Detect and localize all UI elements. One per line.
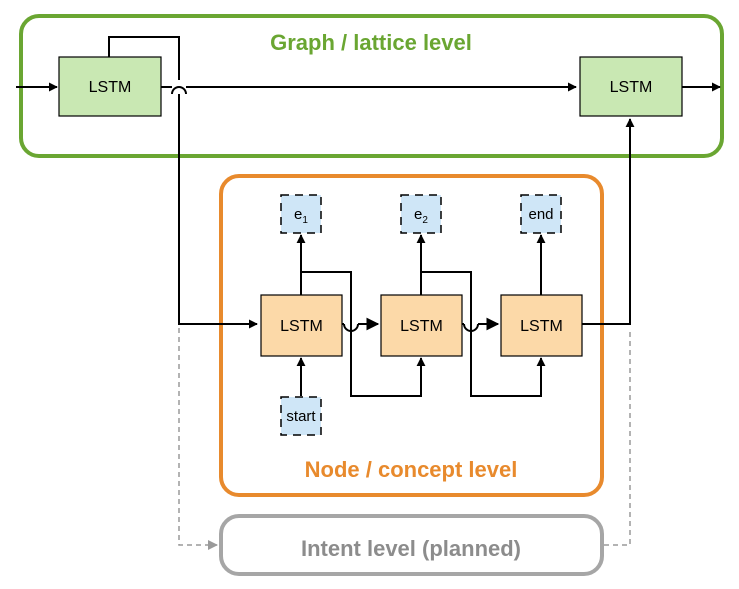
graph-lstm-cell-2 (579, 56, 683, 117)
node-level-title: Node / concept level (305, 457, 518, 482)
token-end-box (520, 194, 562, 234)
node-level-container (219, 174, 604, 497)
graph-level-title: Graph / lattice level (270, 30, 472, 55)
token-e2-label: e2 (414, 206, 428, 226)
token-e2-box (400, 194, 442, 234)
token-e1-box (280, 194, 322, 234)
intent-level-container (219, 514, 604, 576)
token-start-label: start (286, 408, 316, 425)
token-e2-base: e (414, 206, 422, 223)
e2-feedback-wire (421, 271, 546, 397)
e1-feedback-wire (301, 271, 426, 397)
intent-output-connector (604, 328, 631, 546)
token-e2-subscript: 2 (422, 215, 428, 226)
graph-hop-wire (171, 86, 187, 95)
graph-lstm-cell-2-label: LSTM (610, 79, 653, 96)
token-e1-base: e (294, 206, 302, 223)
graph-lstm-cell-1 (58, 56, 162, 117)
token-start-box (280, 396, 322, 436)
graph-self-loop-wire (108, 36, 257, 324)
node-lstm-cell-3-label: LSTM (520, 318, 563, 335)
token-end-label: end (528, 206, 553, 223)
node-to-graph-wire (582, 118, 635, 325)
node-lstm-cell-1-label: LSTM (280, 318, 323, 335)
node-lstm-cell-2 (380, 294, 463, 357)
token-e1-subscript: 1 (302, 215, 308, 226)
token-e1-label: e1 (294, 206, 308, 226)
graph-lstm-cell-1-label: LSTM (89, 79, 132, 96)
node-lstm-cell-1 (260, 294, 343, 357)
intent-level-title: Intent level (planned) (301, 536, 521, 561)
intent-input-connector (178, 328, 218, 550)
node-lstm-cell-3 (500, 294, 583, 357)
node-lstm-cell-2-label: LSTM (400, 318, 443, 335)
